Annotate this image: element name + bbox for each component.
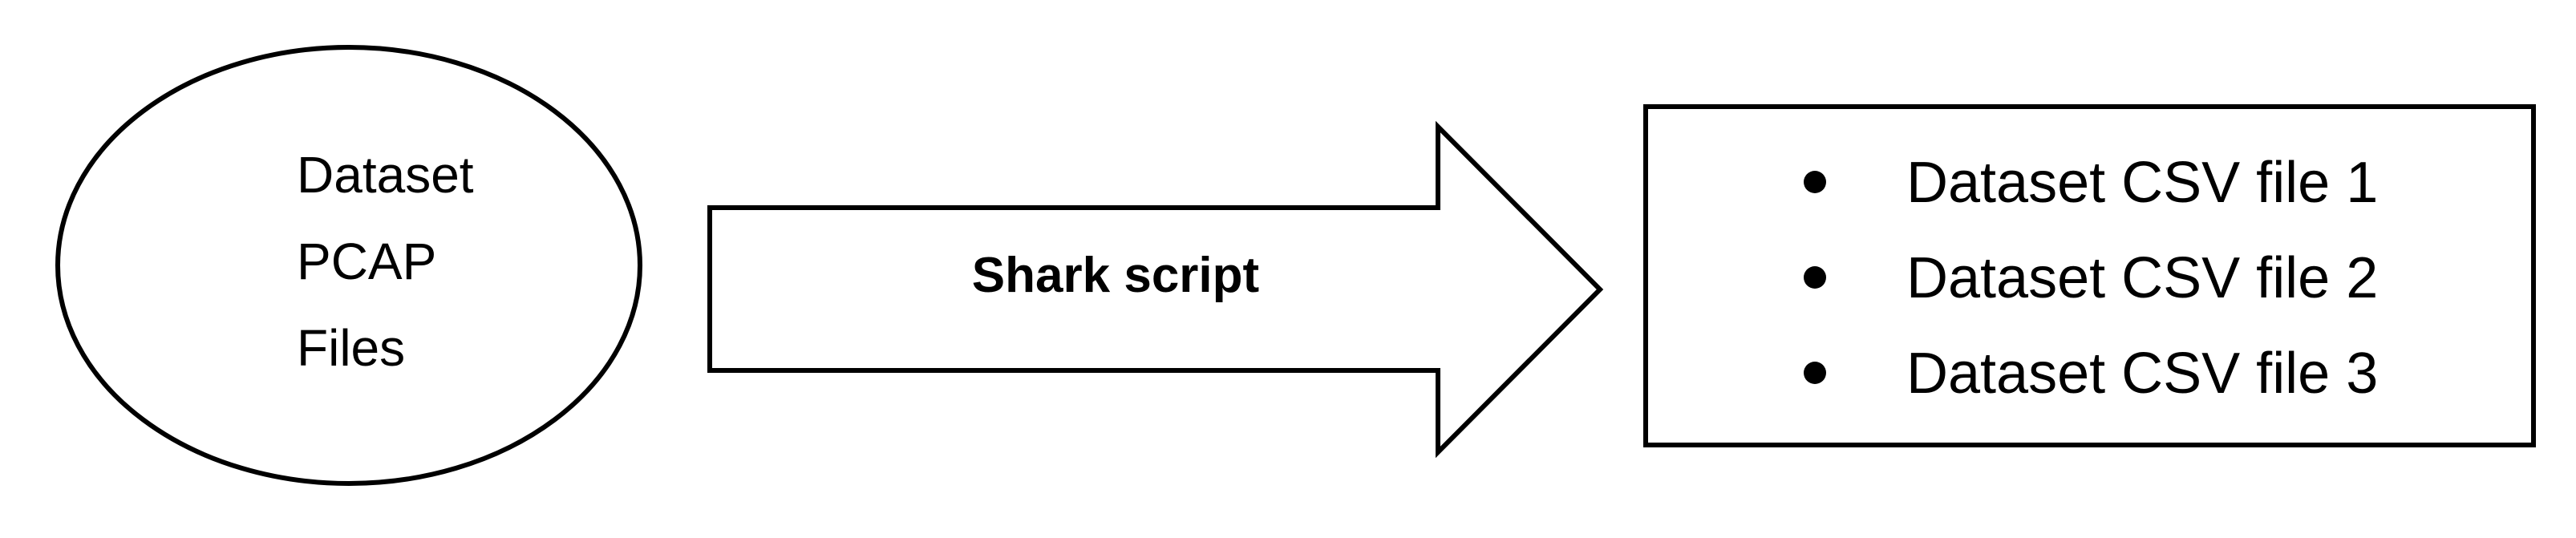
input-ellipse-group: Dataset PCAP Files <box>55 45 642 486</box>
ellipse-line-dataset: Dataset <box>297 146 474 204</box>
arrow-label: Shark script <box>972 248 1259 303</box>
bullet-icon <box>1804 171 1826 193</box>
process-arrow-group: Shark script <box>707 120 1604 459</box>
output-item-3: Dataset CSV file 3 <box>1906 342 2378 406</box>
output-item-2: Dataset CSV file 2 <box>1906 246 2378 310</box>
output-box-group: Dataset CSV file 1 Dataset CSV file 2 Da… <box>1643 104 2536 447</box>
output-box <box>1643 104 2536 447</box>
process-arrow <box>707 120 1604 459</box>
bullet-icon <box>1804 266 1826 289</box>
bullet-icon <box>1804 362 1826 384</box>
input-ellipse <box>55 45 642 486</box>
ellipse-line-pcap: PCAP <box>297 233 436 290</box>
output-item-1: Dataset CSV file 1 <box>1906 151 2378 215</box>
ellipse-line-files: Files <box>297 319 405 377</box>
